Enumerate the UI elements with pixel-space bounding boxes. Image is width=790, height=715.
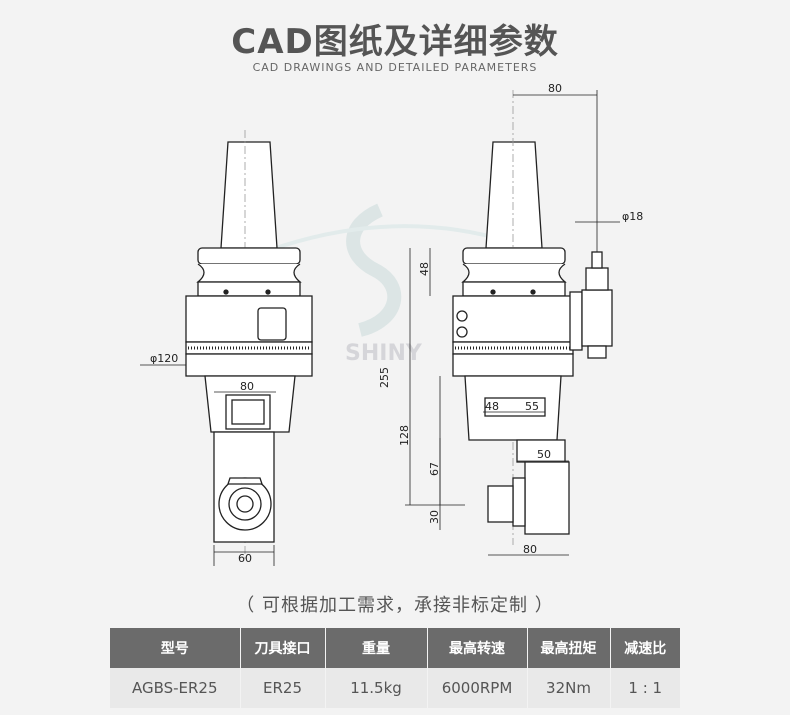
cell-ratio: 1 : 1 xyxy=(610,668,680,708)
dim-side-48-vertical: 48 xyxy=(418,262,431,276)
table-row: AGBS-ER25 ER25 11.5kg 6000RPM 32Nm 1 : 1 xyxy=(110,668,680,708)
side-dimensions xyxy=(405,90,620,556)
cell-max-speed: 6000RPM xyxy=(427,668,528,708)
header-model: 型号 xyxy=(110,628,241,668)
dim-side-width-55: 55 xyxy=(525,400,539,413)
parameter-table: 型号 刀具接口 重量 最高转速 最高扭矩 减速比 AGBS-ER25 ER25 … xyxy=(110,628,680,708)
table-header-row: 型号 刀具接口 重量 最高转速 最高扭矩 减速比 xyxy=(110,628,680,668)
dim-side-width-48: 48 xyxy=(485,400,499,413)
header-max-speed: 最高转速 xyxy=(427,628,528,668)
cell-tool-interface: ER25 xyxy=(240,668,326,708)
side-view xyxy=(452,90,613,545)
dim-front-diameter: φ120 xyxy=(150,352,178,365)
dim-front-width-bottom: 60 xyxy=(238,552,252,565)
cell-weight: 11.5kg xyxy=(325,668,428,708)
dim-side-67: 67 xyxy=(428,462,441,476)
header-tool-interface: 刀具接口 xyxy=(240,628,326,668)
cad-drawing: SHINY φ120 80 6 xyxy=(140,82,643,566)
page-title: CAD图纸及详细参数 xyxy=(231,22,559,62)
dim-side-top-width: 80 xyxy=(548,82,562,95)
dim-side-width-80: 80 xyxy=(523,543,537,556)
dim-side-width-50: 50 xyxy=(537,448,551,461)
header-ratio: 减速比 xyxy=(610,628,680,668)
custom-note: （ 可根据加工需求，承接非标定制 ） xyxy=(236,595,554,616)
dim-side-30: 30 xyxy=(428,510,441,524)
dim-side-128: 128 xyxy=(398,425,411,446)
front-view xyxy=(185,130,313,560)
cell-max-torque: 32Nm xyxy=(527,668,611,708)
dim-front-width-mid: 80 xyxy=(240,380,254,393)
watermark-text: SHINY xyxy=(345,341,423,366)
front-dimensions xyxy=(140,364,276,566)
dim-side-collet-diameter: φ18 xyxy=(622,210,643,223)
page-subtitle: CAD DRAWINGS AND DETAILED PARAMETERS xyxy=(252,61,538,74)
header-weight: 重量 xyxy=(325,628,428,668)
header-max-torque: 最高扭矩 xyxy=(527,628,611,668)
dim-side-255: 255 xyxy=(378,367,391,388)
cell-model: AGBS-ER25 xyxy=(110,668,241,708)
